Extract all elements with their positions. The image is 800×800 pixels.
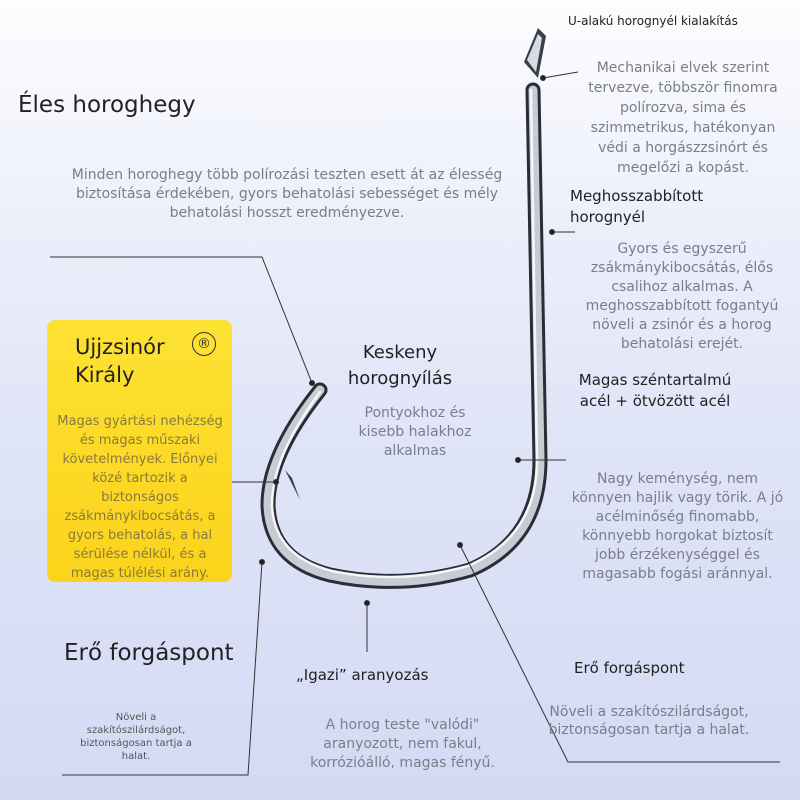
brand-name: Ujjzsinór Király: [75, 335, 165, 387]
long-shank-description: Gyors és egyszerű zsákmánykibocsátás, él…: [585, 241, 779, 352]
long-shank-title: Meghosszabbított horognyél: [570, 187, 704, 226]
leader-pivot-left: [62, 561, 263, 776]
steel-title: Magas széntartalmú acél + ötvözött acél: [578, 371, 732, 410]
brand-description: Magas gyártási nehézség és magas műszaki…: [57, 414, 223, 581]
pivot-right-description: Növeli a szakítószilárdságot, biztonságo…: [548, 704, 750, 738]
fishing-hook: [260, 28, 548, 589]
leader-sharp-point: [50, 256, 313, 384]
pivot-right-title: Erő forgáspont: [574, 659, 685, 677]
eye-description: Mechanikai elvek szerint tervezve, többs…: [588, 60, 778, 176]
brand-card: Ujjzsinór Király ® Magas gyártási nehézs…: [47, 320, 232, 582]
registered-mark: ®: [192, 332, 216, 356]
narrow-gap-title: Keskeny horognyílás: [347, 342, 453, 389]
steel-description: Nagy keménység, nem könnyen hajlik vagy …: [571, 471, 784, 582]
leader-pivot-right: [459, 544, 780, 763]
sharp-point-description: Minden horoghegy több polírozási teszten…: [71, 167, 503, 221]
sharp-point-title: Éles horoghegy: [18, 92, 196, 118]
top-caption: U-alakú horognyél kialakítás: [568, 14, 738, 28]
pivot-left-title: Erő forgáspont: [64, 640, 234, 666]
narrow-gap-description: Pontyokhoz és kisebb halakhoz alkalmas: [358, 405, 472, 459]
pivot-left-description: Növeli a szakítószilárdságot, biztonságo…: [80, 712, 192, 762]
gilding-description: A horog teste "valódi" aranyozott, nem f…: [310, 717, 495, 771]
leader-eye: [542, 71, 579, 79]
gilding-title: „Igazi” aranyozás: [296, 666, 429, 684]
leader-lines: [50, 71, 780, 776]
